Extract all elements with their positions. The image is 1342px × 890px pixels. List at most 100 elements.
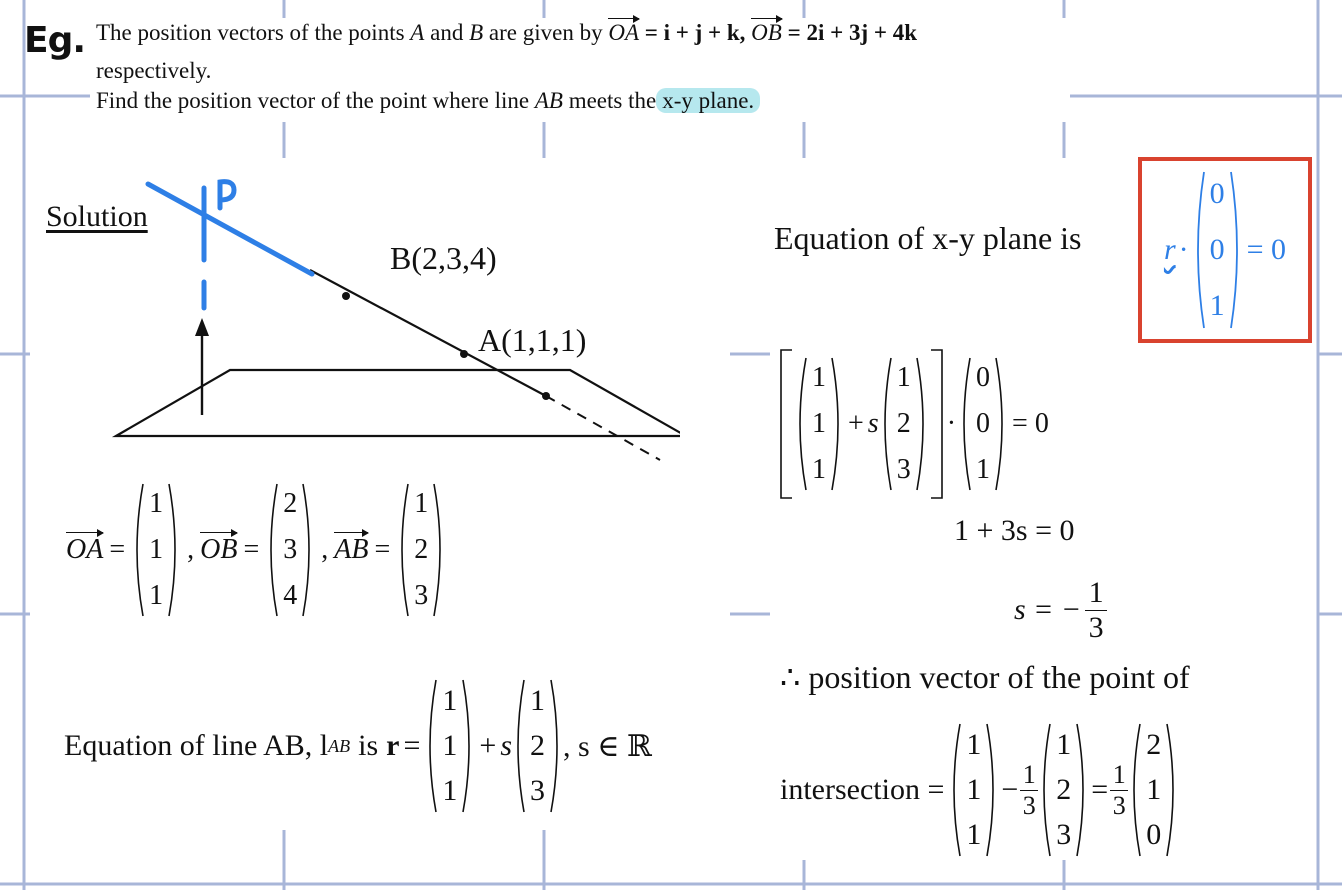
matrix-entry: 3 xyxy=(896,454,911,485)
vectors-row: OA = 1 1 1 , OB = 2 3 4 , AB = 1 2 3 xyxy=(66,480,446,620)
matrix-entry: 0 xyxy=(1209,177,1225,210)
equation-rhs: = 0 xyxy=(1246,233,1287,266)
vector-AB-matrix: 1 2 3 xyxy=(396,482,446,618)
matrix-entry: 1 xyxy=(530,684,546,717)
equals-sign: = xyxy=(243,534,260,565)
matrix-entry: 1 xyxy=(414,488,429,519)
vector-OA-expression: = i + j + k, xyxy=(644,20,746,45)
vector-OB-expression: = 2i + 3j + 4k xyxy=(787,20,918,45)
equals-sign: = xyxy=(374,534,391,565)
vector-OB-matrix: 2 3 4 xyxy=(265,482,315,618)
line-AB xyxy=(309,269,547,397)
numerator: 1 xyxy=(1088,575,1104,609)
fraction: 1 3 xyxy=(1085,575,1108,645)
result-answer-matrix: 2 1 0 xyxy=(1128,722,1179,858)
matrix-entry: 2 xyxy=(896,408,911,439)
matrix-entry: 2 xyxy=(414,534,429,565)
plane-equation-label: Equation of x-y plane is xyxy=(774,220,1082,256)
matrix-entry: 1 xyxy=(149,580,164,611)
example-label: Eg. xyxy=(24,20,86,61)
handwritten-annotation xyxy=(145,179,315,311)
matrix-entry: 2 xyxy=(1146,728,1162,761)
matrix-entry: 0 xyxy=(976,362,991,393)
matrix-entry: 1 xyxy=(896,362,911,393)
plane-equation: r · 0 0 1 = 0 xyxy=(1142,161,1308,339)
domain-statement: , s ∈ ℝ xyxy=(563,729,652,763)
step-solve-s: s = − 1 3 xyxy=(1014,570,1108,650)
vector-AB-label: AB xyxy=(334,528,370,565)
line-direction-matrix: 1 2 3 xyxy=(512,678,563,814)
matrix-entry: 1 xyxy=(149,488,164,519)
point-A: A xyxy=(410,20,425,45)
matrix-entry: 2 xyxy=(1056,773,1072,806)
xy-plane-shape xyxy=(111,368,680,438)
matrix-entry: 0 xyxy=(976,408,991,439)
fraction: 1 3 xyxy=(1110,759,1129,821)
vector-OB-label: OB xyxy=(200,528,239,565)
intersection-label: intersection = xyxy=(780,773,945,806)
matrix-entry: 2 xyxy=(283,488,298,519)
question-text: are given by xyxy=(488,20,603,45)
right-bracket xyxy=(930,349,943,499)
line-point-matrix: 1 1 1 xyxy=(424,678,475,814)
matrix-entry: 2 xyxy=(530,729,546,762)
vector-OA: OA xyxy=(608,14,640,45)
equals-sign: = xyxy=(1091,773,1109,806)
matrix-entry: 1 xyxy=(966,728,982,761)
plus-sign: + xyxy=(848,408,864,439)
substitution-equation: 1 1 1 + s 1 2 3 · 0 0 1 = 0 xyxy=(778,346,1049,502)
matrix-entry: 1 xyxy=(1056,728,1072,761)
left-bracket xyxy=(780,349,792,499)
line-AB-hidden xyxy=(545,395,661,461)
minus-sign: − xyxy=(1001,773,1019,806)
matrix-entry: 1 xyxy=(812,362,826,393)
conclusion-text: ∴ position vector of the point of xyxy=(780,659,1190,695)
result-point-matrix: 1 1 1 xyxy=(948,722,999,858)
parameter-s: s xyxy=(500,729,513,762)
point-A-dot xyxy=(460,350,468,358)
label-A: A(1,1,1) xyxy=(478,322,587,358)
matrix-entry: 3 xyxy=(530,774,546,807)
numerator: 1 xyxy=(1022,759,1036,789)
s-equals: s = − xyxy=(1014,593,1082,626)
equation-rhs: = 0 xyxy=(1012,408,1049,439)
comma: , xyxy=(187,534,195,565)
matrix-entry: 1 xyxy=(966,818,982,851)
step-linear-equation: 1 + 3s = 0 xyxy=(954,514,1075,547)
result-direction-matrix: 1 2 3 xyxy=(1038,722,1089,858)
z-axis-arrowhead xyxy=(195,318,209,336)
equals-sign: = xyxy=(109,534,126,565)
position-vector-r: r xyxy=(1163,233,1176,266)
position-vector-r: r xyxy=(386,729,400,762)
matrix-entry: 1 xyxy=(442,774,458,807)
matrix-entry: 3 xyxy=(1056,818,1072,851)
vector-OA-label: OA xyxy=(66,528,105,565)
sub-normal-matrix: 0 0 1 xyxy=(958,356,1008,492)
geometry-diagram xyxy=(111,179,680,461)
matrix-entry: 0 xyxy=(1209,233,1225,266)
matrix-entry: 1 xyxy=(812,408,826,439)
question-text: Find the position vector of the point wh… xyxy=(96,88,530,113)
highlighted-plane: x-y plane. xyxy=(656,88,761,113)
matrix-entry: 1 xyxy=(442,684,458,717)
point-B-dot xyxy=(342,292,350,300)
matrix-entry: 1 xyxy=(1146,773,1162,806)
comma: , xyxy=(321,534,329,565)
fraction: 1 3 xyxy=(1020,759,1039,821)
intersection-dot xyxy=(542,392,550,400)
line-AB: AB xyxy=(534,88,563,113)
point-B: B xyxy=(469,20,484,45)
matrix-entry: 1 xyxy=(1209,289,1225,322)
normal-vector-matrix: 0 0 1 xyxy=(1192,170,1243,330)
matrix-entry: 1 xyxy=(149,534,164,565)
boxed-plane-equation: r · 0 0 1 = 0 xyxy=(1138,157,1312,343)
question-line-1: The position vectors of the points A and… xyxy=(96,14,918,46)
numerator: 1 xyxy=(1112,759,1126,789)
solution-heading: Solution xyxy=(46,200,148,233)
matrix-entry: 3 xyxy=(283,534,298,565)
question-text: The position vectors of the points xyxy=(96,20,405,45)
denominator: 3 xyxy=(1088,610,1104,644)
matrix-entry: 3 xyxy=(414,580,429,611)
matrix-entry: 1 xyxy=(966,773,982,806)
